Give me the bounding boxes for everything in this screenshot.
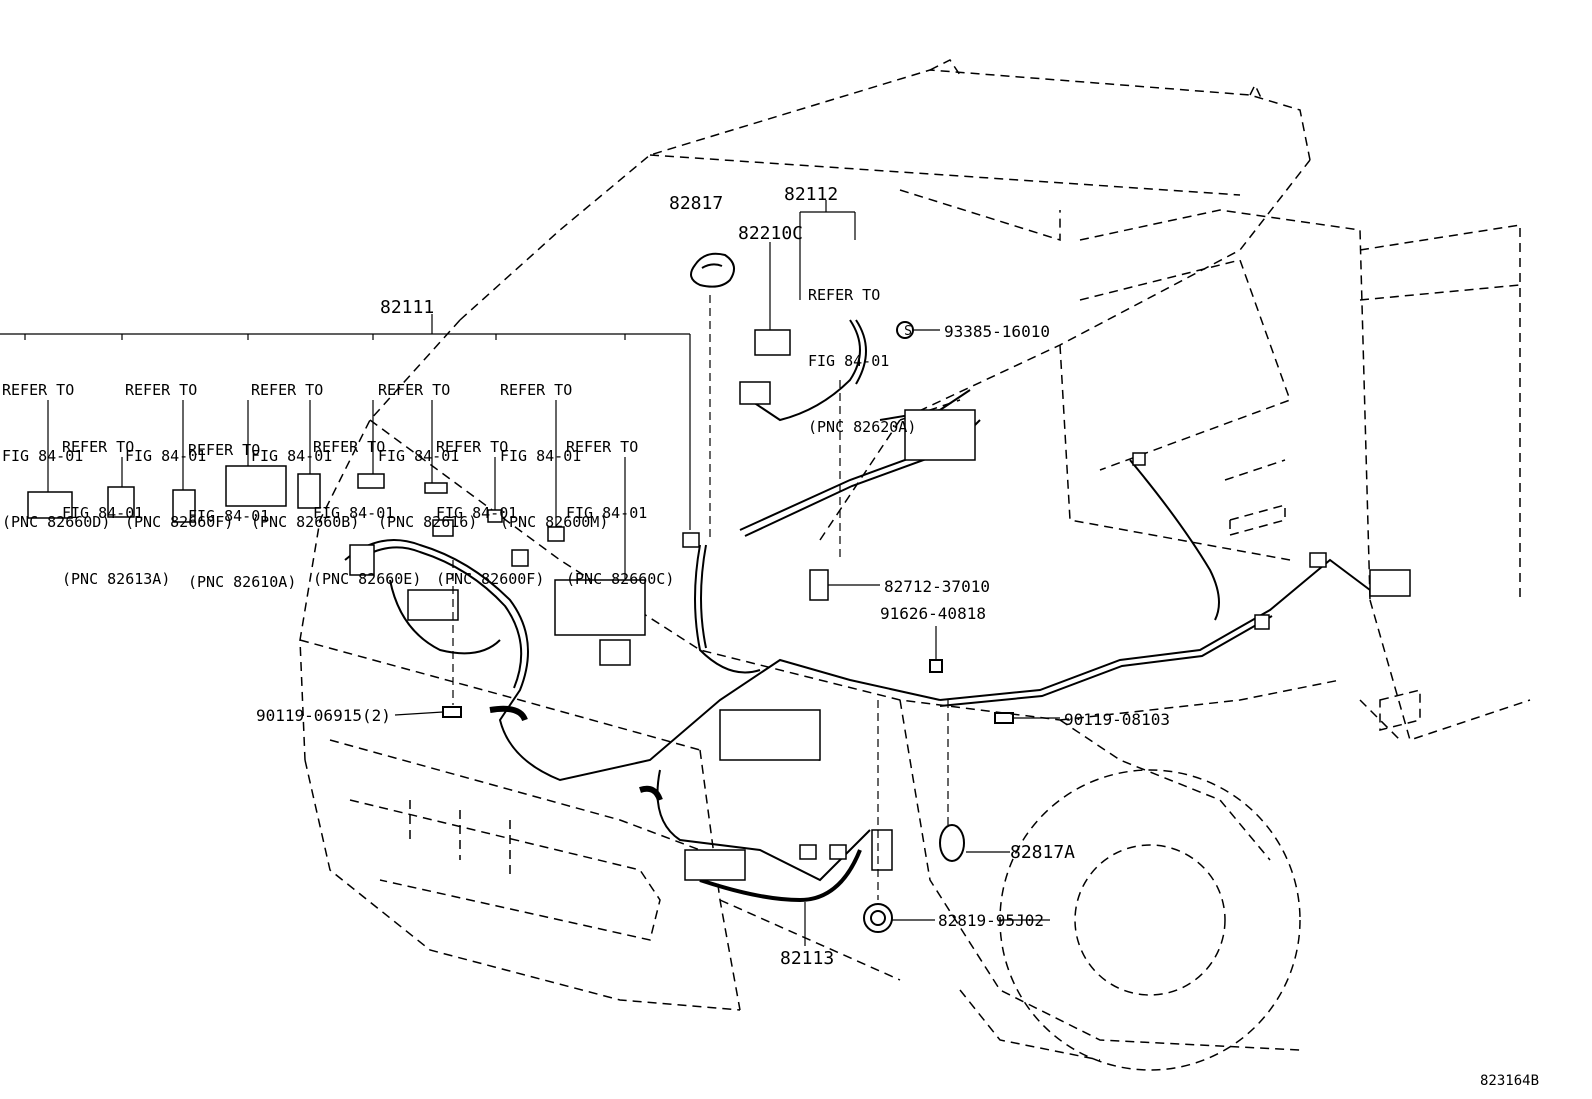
refer-line: REFER TO [2, 381, 75, 399]
connector-82616 [424, 482, 448, 494]
part-label-91626-40818: 91626-40818 [880, 604, 986, 623]
refer-line: FIG 84-01 [566, 504, 648, 522]
refer-line: FIG 84-01 [500, 447, 582, 465]
leader-lines [0, 200, 1060, 946]
refer-line: FIG 84-01 [378, 447, 460, 465]
grommets [442, 252, 1014, 933]
refer-line: (PNC 82660F) [125, 513, 234, 531]
refer-callout-82613A: REFER TO FIG 84-01 (PNC 82613A) [62, 392, 170, 612]
refer-callout-82600F: REFER TO FIG 84-01 (PNC 82600F) [436, 392, 544, 612]
connector-main [682, 532, 700, 548]
part-label-82210C: 82210C [738, 223, 804, 244]
dashed-leaders [452, 295, 949, 900]
refer-callout-82620A: REFER TO FIG 84-01 (PNC 82620A) [808, 240, 916, 460]
grommet-82817 [690, 252, 735, 288]
bolt-90119-08103 [994, 712, 1014, 724]
refer-line: (PNC 82600M) [500, 513, 609, 531]
bolt-90119-06915 [442, 706, 462, 718]
relay-block-82660C [554, 579, 646, 636]
refer-line: REFER TO [566, 438, 639, 456]
junction-connectors [904, 409, 976, 461]
refer-line: (PNC 82610A) [188, 573, 297, 591]
connector-82610A [225, 465, 287, 507]
part-label-82817: 82817 [669, 193, 724, 214]
wire-harness [344, 319, 1371, 903]
part-label-93385-16010: 93385-16010 [944, 322, 1050, 341]
refer-line: REFER TO [125, 381, 198, 399]
part-label-90119-08103: 90119-08103 [1064, 710, 1170, 729]
refer-line: (PNC 82660E) [313, 570, 422, 588]
part-label-82111: 82111 [380, 297, 435, 318]
refer-callout-82660C: REFER TO FIG 84-01 (PNC 82660C) [566, 392, 674, 612]
refer-line: FIG 84-01 [188, 507, 270, 525]
refer-line: REFER TO [188, 441, 261, 459]
refer-line: REFER TO [62, 438, 135, 456]
connectors [27, 329, 1411, 881]
refer-line: REFER TO [313, 438, 386, 456]
refer-line: REFER TO [436, 438, 509, 456]
refer-callout-82660E: REFER TO FIG 84-01 (PNC 82660E) [313, 392, 421, 612]
connector-82712 [809, 569, 829, 601]
refer-line: FIG 84-01 [313, 504, 395, 522]
grommet-82819 [863, 903, 893, 933]
connector-rear [1369, 569, 1411, 597]
part-label-90119-06915: 90119-06915(2) [256, 706, 391, 725]
part-label-82712-37010: 82712-37010 [884, 577, 990, 596]
refer-callout-82600M: REFER TO FIG 84-01 (PNC 82600M) [500, 335, 608, 555]
connector-82113 [684, 849, 746, 881]
part-label-82819-95J02: 82819-95J02 [938, 911, 1044, 930]
s-mark-icon: S [904, 324, 912, 339]
refer-line: FIG 84-01 [251, 447, 333, 465]
refer-line: REFER TO [500, 381, 573, 399]
refer-callout-82616: REFER TO FIG 84-01 (PNC 82616) [378, 335, 477, 555]
connector-82660F [172, 489, 196, 523]
refer-line: REFER TO [808, 286, 881, 304]
center-connectors [719, 709, 821, 761]
part-label-82817A: 82817A [1010, 842, 1076, 863]
figure-code: 823164B [1480, 1073, 1540, 1089]
refer-callout-82660D: REFER TO FIG 84-01 (PNC 82660D) [2, 335, 110, 555]
refer-callout-82660F: REFER TO FIG 84-01 (PNC 82660F) [125, 335, 233, 555]
refer-line: REFER TO [251, 381, 324, 399]
refer-line: (PNC 82660D) [2, 513, 111, 531]
connector-82660B [297, 473, 321, 509]
connector-82210C [754, 329, 791, 356]
refer-callout-82610A: REFER TO FIG 84-01 (PNC 82610A) [188, 395, 296, 615]
connector-82660D [27, 491, 73, 519]
bolt-91626 [929, 659, 943, 673]
connector-82620A [739, 381, 771, 405]
refer-line: FIG 84-01 [125, 447, 207, 465]
refer-line: (PNC 82660B) [251, 513, 360, 531]
refer-line: FIG 84-01 [62, 504, 144, 522]
connector-82660E [357, 473, 385, 489]
refer-line: FIG 84-01 [436, 504, 518, 522]
connector-82613A [107, 486, 135, 518]
refer-line: (PNC 82616) [378, 513, 478, 531]
refer-line: (PNC 82660C) [566, 570, 675, 588]
part-label-82112: 82112 [784, 184, 839, 205]
refer-line: REFER TO [378, 381, 451, 399]
refer-callout-82660B: REFER TO FIG 84-01 (PNC 82660B) [251, 335, 359, 555]
refer-line: (PNC 82613A) [62, 570, 171, 588]
refer-line: FIG 84-01 [2, 447, 84, 465]
refer-line: (PNC 82620A) [808, 418, 917, 436]
connector-lower [871, 829, 893, 871]
refer-line: FIG 84-01 [808, 352, 890, 370]
grommet-82817A [939, 824, 965, 862]
refer-line: (PNC 82600F) [436, 570, 545, 588]
part-label-82113: 82113 [780, 948, 835, 969]
